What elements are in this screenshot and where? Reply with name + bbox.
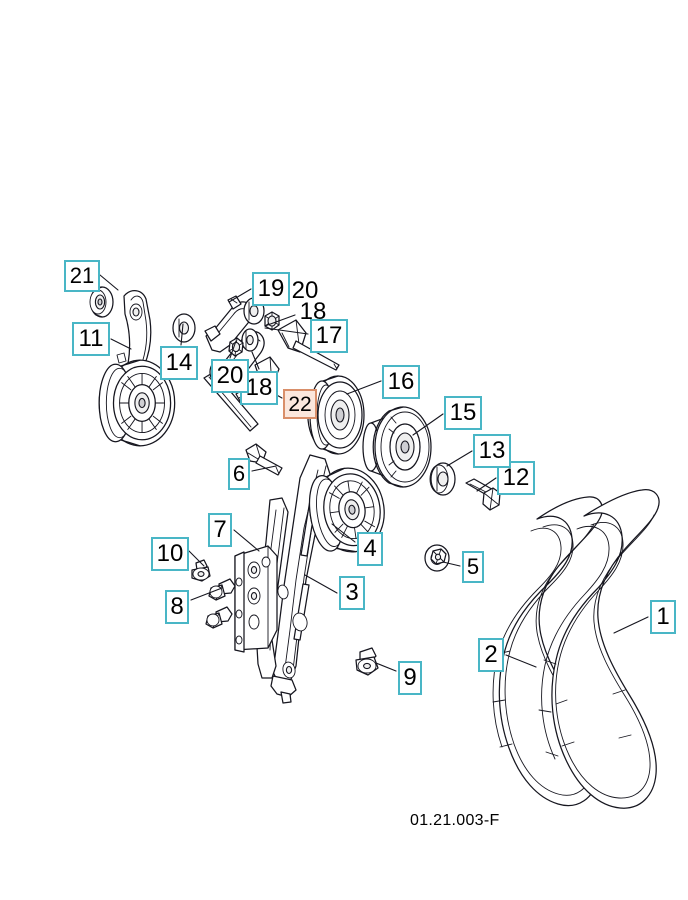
part-13-washer — [429, 462, 456, 496]
leader-line-1 — [613, 616, 649, 634]
callout-15[interactable]: 15 — [444, 396, 482, 430]
part-21-bearing — [89, 286, 114, 318]
part-12-bolt — [465, 478, 501, 511]
callout-6[interactable]: 6 — [228, 458, 250, 490]
callout-11[interactable]: 11 — [72, 322, 110, 356]
leader-line-7 — [233, 529, 260, 552]
callout-19[interactable]: 19 — [252, 272, 290, 306]
callout-20[interactable]: 20 — [211, 359, 249, 393]
leader-line-18 — [251, 351, 260, 370]
leader-line-16 — [346, 380, 382, 395]
callout-12[interactable]: 12 — [497, 461, 535, 495]
callout-22-highlighted[interactable]: 22 — [283, 389, 317, 419]
leader-line-12 — [476, 477, 497, 492]
part-15-pulley — [362, 406, 432, 488]
part-6-bolt — [245, 443, 283, 476]
leader-line-13 — [446, 450, 473, 467]
callout-21[interactable]: 21 — [64, 260, 100, 292]
callout-17[interactable]: 17 — [310, 319, 348, 353]
callout-18[interactable]: 18 — [240, 371, 278, 405]
callout-9[interactable]: 9 — [398, 661, 422, 695]
leader-line-8 — [190, 587, 223, 601]
part-19-pin — [227, 295, 242, 310]
leader-line-21 — [99, 274, 119, 291]
leader-line-9 — [375, 662, 397, 672]
callout-16[interactable]: 16 — [382, 365, 420, 399]
leader-line-19 — [228, 288, 252, 303]
leader-line-11 — [110, 338, 132, 350]
leader-line-10 — [188, 550, 205, 567]
callout-4[interactable]: 4 — [357, 532, 383, 566]
callout-7[interactable]: 7 — [208, 513, 232, 547]
callout-2[interactable]: 2 — [478, 638, 504, 672]
part-5-washer — [424, 544, 450, 572]
leader-line-17 — [264, 327, 309, 335]
leader-line-14 — [180, 323, 184, 346]
leader-lines — [99, 274, 649, 672]
callout-1[interactable]: 1 — [650, 600, 676, 634]
part-7-mounting-plate — [234, 545, 278, 653]
diagram-code: 01.21.003-F — [410, 812, 500, 829]
callout-14[interactable]: 14 — [160, 346, 198, 380]
callout-13[interactable]: 13 — [473, 434, 511, 468]
part-17-bolt — [277, 319, 340, 371]
callout-5[interactable]: 5 — [462, 551, 484, 583]
leader-line-4 — [331, 523, 356, 543]
leader-line-5 — [442, 561, 461, 567]
part-10-stud — [191, 559, 211, 582]
part-8-studs — [205, 578, 236, 629]
callout-8[interactable]: 8 — [165, 590, 189, 624]
part-14-washer — [172, 313, 196, 343]
leader-line-15 — [412, 413, 444, 436]
callout-20[interactable]: 20 — [291, 277, 319, 304]
part-1-belt — [538, 489, 660, 809]
callout-3[interactable]: 3 — [339, 576, 365, 610]
callout-18[interactable]: 18 — [299, 298, 327, 325]
part-18-collar-upper — [264, 311, 280, 331]
part-9-bolt — [355, 647, 379, 676]
callout-10[interactable]: 10 — [151, 537, 189, 571]
leader-line-20 — [229, 340, 237, 359]
leader-line-3 — [304, 574, 338, 594]
leader-line-2 — [505, 654, 537, 668]
leader-line-6 — [251, 465, 277, 472]
leader-line-18 — [264, 314, 296, 327]
